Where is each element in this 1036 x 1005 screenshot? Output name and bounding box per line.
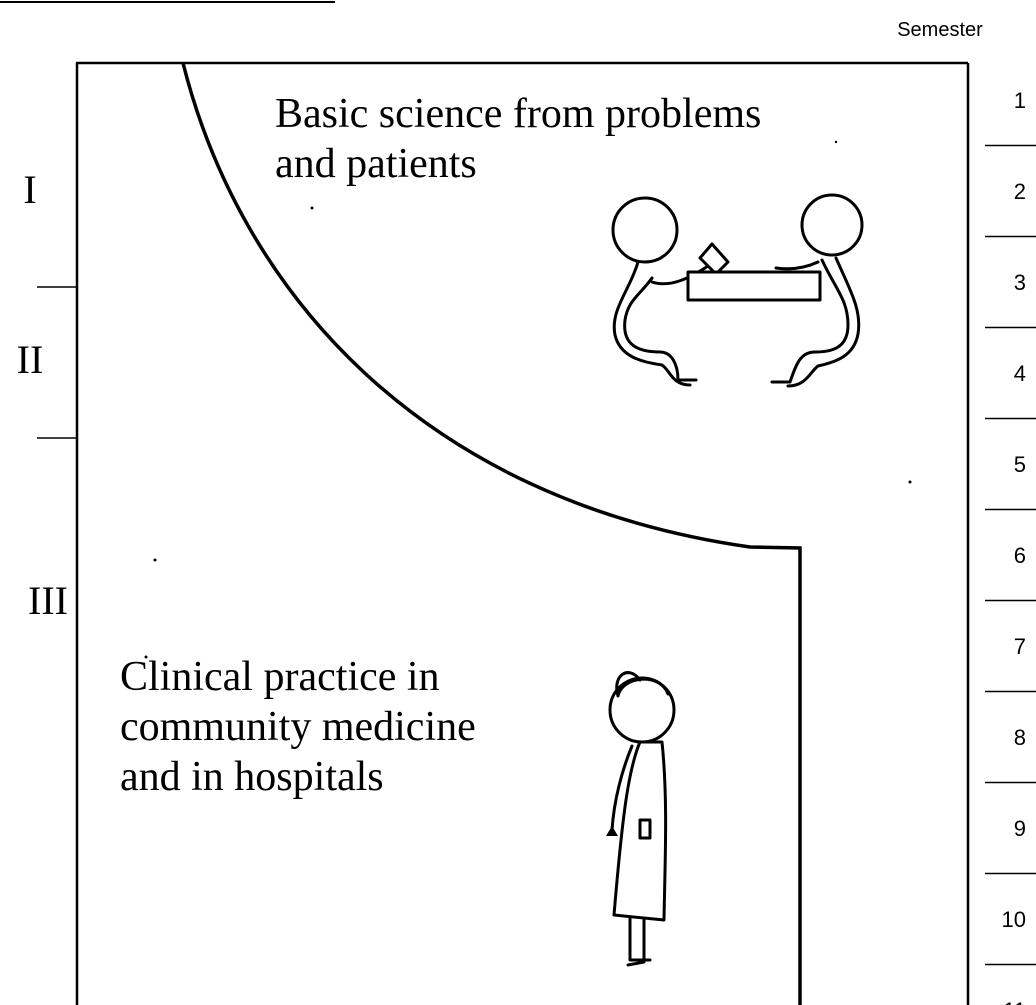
seated-consultation-illustration [611,193,864,388]
doctor-pocket-icon [638,818,652,840]
stethoscope-chestpiece-icon [606,826,618,836]
phase-label-I: I [23,167,36,212]
semester-number-10: 10 [1002,907,1026,932]
left-person-arm-icon [650,264,710,286]
semester-number-4: 4 [1014,361,1026,386]
semester-header: Semester [897,19,983,41]
clinical-practice-title-line2: community medicine [120,704,476,750]
phase-label-III: III [28,578,68,623]
clinical-practice-region: Clinical practice in community medicine … [120,654,476,800]
basic-science-title-line2: and patients [275,141,477,187]
clinical-practice-title-line3: and in hospitals [120,754,384,800]
left-person-body-icon [623,276,698,382]
semester-number-3: 3 [1014,270,1026,295]
semester-number-1: 1 [1014,88,1026,113]
right-person-head-icon [800,193,864,257]
doctor-legs-icon [626,916,652,967]
semester-number-6: 6 [1014,543,1026,568]
doctor-hair-icon [615,671,670,698]
speck [310,206,314,210]
phase-label-II: II [17,337,44,382]
basic-science-region: Basic science from problems and patients [275,91,761,187]
right-person-body-icon [770,258,850,384]
curriculum-frame [75,61,970,1005]
right-person-back-icon [786,256,861,388]
speck [834,140,838,144]
scan-specks [144,140,912,659]
semester-number-9: 9 [1014,816,1026,841]
document-icon [698,242,730,276]
semester-number-2: 2 [1014,179,1026,204]
table-icon [686,270,822,302]
semester-number-8: 8 [1014,725,1026,750]
clinical-practice-title-line1: Clinical practice in [120,654,440,700]
speck [144,655,148,659]
right-person-arm-icon [774,260,820,271]
phase-scale: I II III [17,167,77,623]
semester-number-11: 11 [1003,998,1026,1005]
stethoscope-icon [610,744,634,832]
basic-science-title-line1: Basic science from problems [275,91,761,137]
speck [908,480,912,484]
left-person-head-icon [611,196,679,264]
semester-number-7: 7 [1014,634,1026,659]
standing-doctor-illustration [606,671,676,967]
semester-scale: 1 2 3 4 5 6 7 8 9 10 11 [985,88,1036,1005]
speck [153,558,157,562]
region-divider-curve [181,62,802,1005]
left-person-back-icon [612,260,692,387]
semester-number-5: 5 [1014,452,1026,477]
